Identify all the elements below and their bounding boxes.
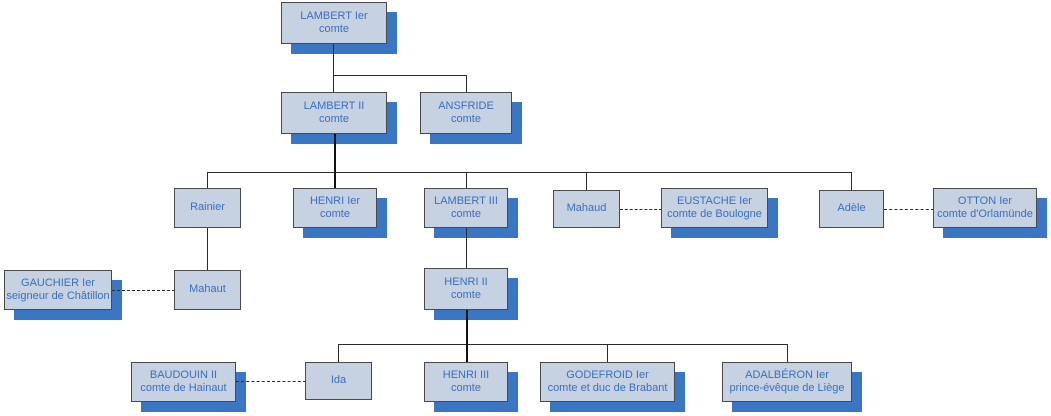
node-lambert3-subtitle: comte — [451, 208, 481, 220]
connector-stem-henri2-up — [466, 228, 468, 269]
node-adalberon1-subtitle: prince-évêque de Liège — [729, 382, 845, 394]
marriage-line-mahaud-eustache — [620, 209, 662, 210]
node-gauchier1-subtitle: seigneur de Châtillon — [6, 290, 110, 302]
node-mahaud[interactable]: Mahaud — [553, 190, 620, 228]
connector-stem-lambert1-down — [333, 44, 335, 76]
node-rainier-title: Rainier — [190, 201, 225, 214]
node-henri2-subtitle: comte — [451, 289, 481, 301]
connector-rainier-to-mahaut — [207, 228, 209, 271]
connector-drop-ida — [338, 344, 340, 363]
node-mahaut[interactable]: Mahaut — [174, 270, 241, 310]
node-otton1-subtitle: comte d'Orlamünde — [937, 208, 1033, 220]
connector-drop-adele — [851, 172, 853, 191]
node-henri1-subtitle: comte — [320, 208, 350, 220]
node-henri3-subtitle: comte — [451, 382, 481, 394]
connector-drop-mahaud — [586, 172, 588, 191]
node-lambert2-title: LAMBERT II — [303, 99, 365, 112]
node-mahaut-title: Mahaut — [189, 283, 226, 296]
node-lambert1-title: LAMBERT Ier — [300, 9, 368, 22]
node-baudouin2-title: BAUDOUIN II — [149, 368, 218, 381]
connector-stem-henri2-down — [466, 310, 469, 363]
node-ansfride-subtitle: comte — [451, 113, 481, 125]
node-ida[interactable]: Ida — [305, 362, 372, 400]
node-gauchier1-title: GAUCHIER Ier — [21, 276, 95, 289]
connector-bar1-to-ansfride — [466, 75, 468, 93]
node-godefroid1-subtitle: comte et duc de Brabant — [547, 382, 668, 394]
node-lambert2-subtitle: comte — [319, 113, 349, 125]
node-lambert3-title: LAMBERT III — [434, 194, 498, 207]
node-adele-title: Adèle — [837, 202, 866, 215]
node-eustache1-title: EUSTACHE Ier — [677, 194, 752, 207]
marriage-line-baudouin-ida — [236, 381, 306, 382]
connector-bar-lambert1-children — [333, 75, 467, 77]
connector-bar-lambert2-children — [207, 172, 852, 174]
node-ansfride-title: ANSFRIDE — [438, 99, 494, 112]
node-henri3-title: HENRI III — [442, 368, 490, 381]
connector-stem-lambert2-down — [334, 134, 337, 189]
node-adalberon1-title: ADALBÉRON Ier — [745, 368, 829, 381]
connector-bar1-to-lambert2 — [333, 75, 335, 93]
node-lambert1-subtitle: comte — [319, 23, 349, 35]
node-henri1-title: HENRI Ier — [309, 194, 361, 207]
connector-drop-rainier — [207, 172, 209, 189]
node-godefroid1-title: GODEFROID Ier — [566, 368, 649, 381]
node-mahaud-title: Mahaud — [566, 202, 607, 215]
node-otton1-title: OTTON Ier — [957, 194, 1013, 207]
connector-bar-henri2-children — [338, 344, 788, 346]
node-baudouin2-subtitle: comte de Hainaut — [140, 382, 227, 394]
node-adele[interactable]: Adèle — [819, 190, 884, 228]
marriage-line-gauchier-mahaut — [112, 290, 175, 291]
marriage-line-adele-otton — [884, 209, 934, 210]
node-eustache1-subtitle: comte de Boulogne — [667, 208, 762, 220]
connector-drop-lambert3 — [466, 172, 468, 189]
node-rainier[interactable]: Rainier — [174, 188, 241, 228]
connector-drop-adalberon — [787, 344, 789, 363]
node-ida-title: Ida — [330, 374, 347, 387]
connector-drop-godefroid — [607, 344, 609, 363]
node-henri2-title: HENRI II — [444, 275, 488, 288]
